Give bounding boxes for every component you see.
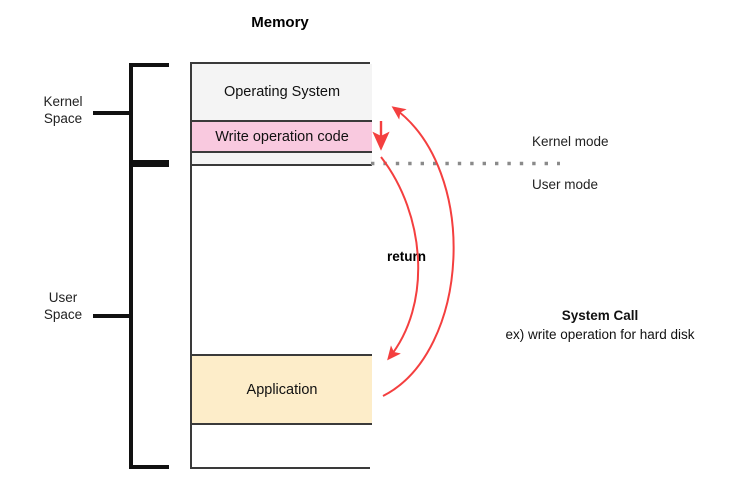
memory-segment-operating-system: Operating System xyxy=(192,64,372,122)
page-title: Memory xyxy=(251,14,309,31)
label-user-mode: User mode xyxy=(532,177,599,192)
memory-segment-write-operation-code: Write operation code xyxy=(192,122,372,153)
label-kernel-mode: Kernel mode xyxy=(532,134,609,149)
brace-tick-middle xyxy=(93,314,133,318)
annotation-system-call: System Call ex) write operation for hard… xyxy=(470,306,730,344)
brace-label-line2: Space xyxy=(43,307,83,322)
label-return: return xyxy=(387,249,427,264)
brace-label-line2: Space xyxy=(43,111,83,126)
brace-tick-top xyxy=(129,163,169,167)
memory-column: Operating System Write operation code Ap… xyxy=(190,62,372,469)
brace-label-user-space: User Space xyxy=(18,289,108,323)
memory-segment-bottom-space xyxy=(192,425,372,467)
memory-segment-label: Application xyxy=(246,381,318,398)
brace-label-kernel-space: Kernel Space xyxy=(18,93,108,127)
memory-segment-label: Operating System xyxy=(223,84,341,100)
memory-segment-free-space xyxy=(192,166,372,356)
brace-tick-bottom xyxy=(129,465,169,469)
brace-label-line1: Kernel xyxy=(43,94,83,109)
system-call-example: ex) write operation for hard disk xyxy=(505,327,695,342)
memory-segment-gap-strip xyxy=(192,153,372,166)
memory-segment-application: Application xyxy=(192,356,372,425)
brace-tick-middle xyxy=(93,111,133,115)
brace-tick-top xyxy=(129,63,169,67)
system-call-title: System Call xyxy=(561,308,639,323)
brace-label-line1: User xyxy=(48,290,78,305)
brace-tick-bottom xyxy=(129,160,169,164)
memory-segment-label: Write operation code xyxy=(215,128,349,145)
